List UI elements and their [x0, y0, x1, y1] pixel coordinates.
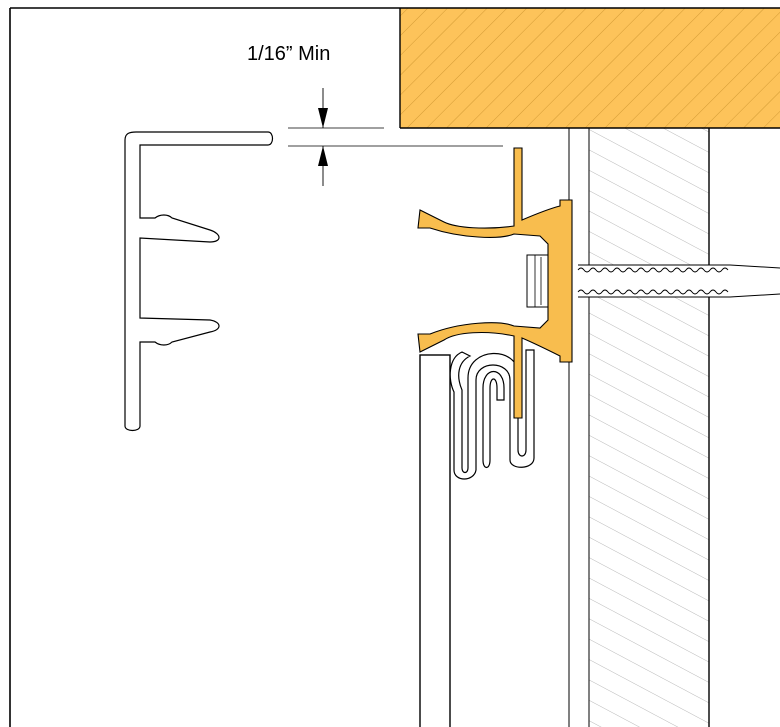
dimension-lines	[288, 88, 503, 186]
trim-profile-orange	[417, 147, 573, 419]
wall-section	[568, 128, 710, 727]
spring-clip	[449, 349, 535, 480]
cover-trim-white	[124, 131, 274, 432]
dimension-arrow-up-icon	[318, 146, 328, 166]
door-panel	[419, 354, 451, 727]
wood-head-block	[399, 8, 780, 129]
dimension-label: 1/16” Min	[247, 43, 331, 65]
dimension-arrow-down-icon	[318, 108, 328, 128]
drawing-frame	[9, 7, 780, 727]
